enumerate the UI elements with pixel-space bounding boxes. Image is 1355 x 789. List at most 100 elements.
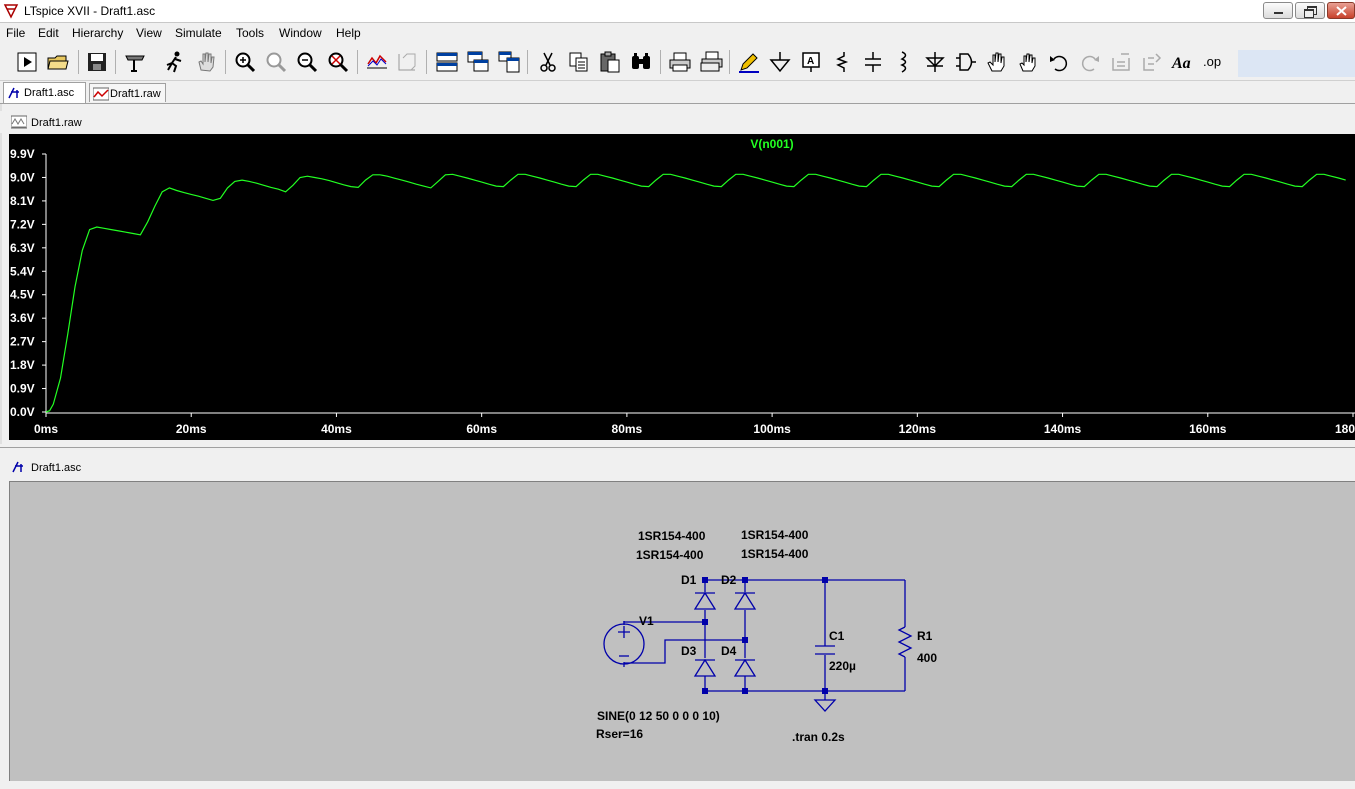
pan-icon[interactable]: [263, 49, 289, 75]
y-tick-label: 0.0V: [10, 405, 35, 419]
ground-icon[interactable]: [767, 49, 793, 75]
drag-hand-icon[interactable]: [1015, 49, 1041, 75]
copy-icon[interactable]: [566, 49, 592, 75]
y-tick-label: 3.6V: [10, 311, 35, 325]
zoom-out-icon[interactable]: [294, 49, 320, 75]
source-function-label: SINE(0 12 50 0 0 0 10): [597, 709, 720, 723]
run-icon[interactable]: [161, 49, 187, 75]
save-icon[interactable]: [84, 49, 110, 75]
rotate-icon[interactable]: [1108, 49, 1134, 75]
label-net-icon[interactable]: A: [798, 49, 824, 75]
document-tabs: Draft1.asc Draft1.raw: [0, 81, 1355, 103]
open-folder-icon[interactable]: [45, 49, 71, 75]
waveform-icon: [93, 87, 109, 101]
restore-button[interactable]: [1295, 2, 1325, 19]
x-tick-label: 80ms: [612, 422, 643, 436]
trace-v-n001[interactable]: [45, 173, 1346, 413]
inductor-icon[interactable]: [891, 49, 917, 75]
y-tick-label: 4.5V: [10, 288, 35, 302]
d3-label: D3: [681, 644, 697, 658]
component-icon[interactable]: [953, 49, 979, 75]
circuit-diagram[interactable]: 1SR154-400 1SR154-400 1SR154-400 1SR154-…: [10, 482, 1355, 782]
menu-tools[interactable]: Tools: [236, 26, 265, 40]
status-area: [0, 781, 1355, 789]
x-tick-label: 120ms: [899, 422, 937, 436]
svg-text:A: A: [807, 56, 814, 67]
autorange-icon[interactable]: [364, 49, 390, 75]
toolbar-empty-area: [1238, 50, 1355, 77]
control-panel-icon[interactable]: [122, 49, 148, 75]
capacitor-c1-icon[interactable]: [815, 645, 835, 655]
diode-d2-icon[interactable]: [733, 591, 757, 610]
cut-icon[interactable]: [535, 49, 561, 75]
menu-edit[interactable]: Edit: [38, 26, 59, 40]
print-icon[interactable]: [667, 49, 693, 75]
c1-value-label: 220µ: [829, 659, 856, 673]
diode-d3-icon[interactable]: [693, 658, 717, 677]
zoom-full-icon[interactable]: [325, 49, 351, 75]
tile-horizontal-icon[interactable]: [434, 49, 460, 75]
d4-model-label: 1SR154-400: [741, 547, 809, 561]
r1-label: R1: [917, 629, 933, 643]
d2-label: D2: [721, 573, 737, 587]
new-schematic-icon[interactable]: [14, 49, 40, 75]
svg-text:.op: .op: [1203, 54, 1221, 69]
x-tick-label: 0ms: [34, 422, 58, 436]
tab-draft1-asc[interactable]: Draft1.asc: [3, 82, 86, 103]
diode-d4-icon[interactable]: [733, 658, 757, 677]
undo-icon[interactable]: [1046, 49, 1072, 75]
ltspice-app-icon: [3, 3, 19, 19]
waveform-icon: [11, 115, 27, 129]
minimize-button[interactable]: [1263, 2, 1293, 19]
y-tick-label: 8.1V: [10, 194, 35, 208]
menu-view[interactable]: View: [136, 26, 162, 40]
menu-simulate[interactable]: Simulate: [175, 26, 222, 40]
close-button[interactable]: [1327, 2, 1355, 19]
redo-icon[interactable]: [1077, 49, 1103, 75]
chart-title: V(n001): [750, 137, 793, 151]
tab-draft1-raw[interactable]: Draft1.raw: [89, 83, 166, 102]
zoom-in-icon[interactable]: [232, 49, 258, 75]
c1-label: C1: [829, 629, 845, 643]
d1-model-label: 1SR154-400: [638, 529, 706, 543]
text-icon[interactable]: Aa: [1170, 49, 1196, 75]
diode-icon[interactable]: [922, 49, 948, 75]
find-binoculars-icon[interactable]: [628, 49, 654, 75]
x-tick-label: 180: [1335, 422, 1355, 436]
plot-frame: [45, 154, 1355, 414]
y-tick-label: 9.0V: [10, 170, 35, 184]
ground-symbol-icon: [813, 699, 837, 712]
tile-vertical-icon[interactable]: [496, 49, 522, 75]
y-tick-label: 0.9V: [10, 382, 35, 396]
tran-directive-label[interactable]: .tran 0.2s: [792, 730, 845, 744]
print-setup-icon[interactable]: [698, 49, 724, 75]
menu-help[interactable]: Help: [336, 26, 361, 40]
schematic-canvas[interactable]: 1SR154-400 1SR154-400 1SR154-400 1SR154-…: [9, 481, 1355, 782]
voltage-source-v1-icon[interactable]: [603, 623, 645, 665]
d3-model-label: 1SR154-400: [636, 548, 704, 562]
cascade-icon[interactable]: [465, 49, 491, 75]
paste-icon[interactable]: [597, 49, 623, 75]
d4-label: D4: [721, 644, 737, 658]
spice-directive-icon[interactable]: .op: [1201, 49, 1227, 75]
menu-file[interactable]: File: [6, 26, 26, 40]
waveform-chart[interactable]: V(n001) 9.9V9.0V8.1V7.2V6.3V5.4V4.5V3.6V…: [9, 134, 1355, 440]
mirror-icon[interactable]: [1139, 49, 1165, 75]
menu-hierarchy[interactable]: Hierarchy: [72, 26, 124, 40]
y-tick-label: 5.4V: [10, 264, 35, 278]
y-tick-label: 1.8V: [10, 358, 35, 372]
toolbar: A Aa .op: [0, 44, 1355, 81]
x-tick-label: 20ms: [176, 422, 207, 436]
resistor-icon[interactable]: [829, 49, 855, 75]
menu-bar: File Edit Hierarchy View Simulate Tools …: [0, 23, 1355, 43]
schematic-pane-header: Draft1.asc: [0, 456, 1355, 478]
halt-hand-icon[interactable]: [193, 49, 219, 75]
draw-wire-pencil-icon[interactable]: [736, 49, 762, 75]
move-hand-icon[interactable]: [984, 49, 1010, 75]
capacitor-icon[interactable]: [860, 49, 886, 75]
diode-d1-icon[interactable]: [693, 591, 717, 610]
menu-window[interactable]: Window: [279, 26, 322, 40]
schematic-icon: [8, 87, 19, 99]
grid-icon[interactable]: [394, 49, 420, 75]
